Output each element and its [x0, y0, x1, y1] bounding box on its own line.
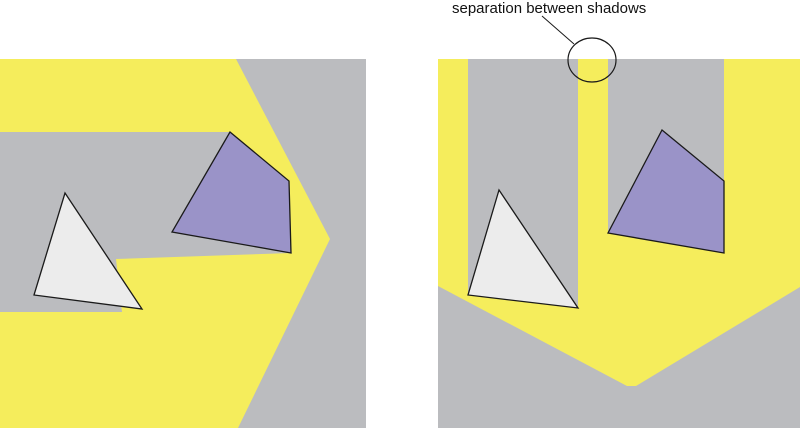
right-shadow-bottom-right: [627, 287, 800, 428]
right-purple-quad: [607, 128, 725, 254]
right-white-triangle: [467, 188, 580, 309]
left-purple-quad: [170, 131, 292, 254]
annotation-label: separation between shadows: [452, 0, 646, 17]
annotation-leader-line: [541, 15, 575, 45]
left-panel: [0, 59, 366, 428]
right-shadow-bottom-left: [438, 286, 627, 428]
right-panel: [438, 59, 800, 428]
left-white-triangle: [33, 191, 144, 310]
annotation-circle: [567, 37, 617, 83]
annotation: separation between shadows: [452, 0, 646, 83]
